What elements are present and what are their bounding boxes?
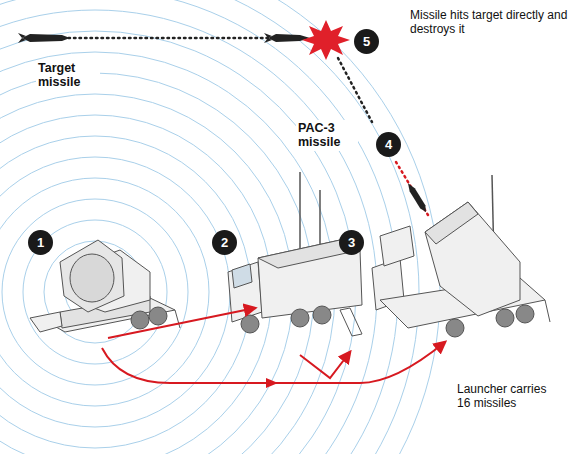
missile-body: [22, 34, 70, 42]
data-link-arrow: [108, 308, 255, 338]
radar-wave: [0, 94, 293, 454]
label: Missile hits target directly and destroy…: [408, 8, 570, 38]
radar-dish: [70, 254, 114, 302]
launcher-vehicle: [372, 175, 550, 337]
callout-number: 5: [354, 29, 379, 54]
windshield: [232, 264, 252, 288]
radar-waves: [0, 0, 440, 454]
data-link-arrow: [102, 342, 445, 383]
radar-wave: [0, 0, 419, 454]
control-truck: [228, 172, 362, 336]
callout-number: 4: [376, 132, 401, 157]
wheel: [516, 305, 534, 323]
canister-face: [425, 202, 478, 244]
callout-number: 2: [212, 230, 237, 255]
label: PAC-3 missile: [296, 120, 358, 151]
cabin-box: [380, 226, 414, 266]
trailer-hitch: [30, 312, 62, 332]
radar-wave: [2, 199, 188, 385]
steps: [340, 308, 362, 336]
launcher-canisters: [425, 202, 520, 316]
stand: [545, 300, 550, 322]
missile-body: [268, 34, 310, 42]
pac3-missile-icon: [405, 182, 428, 214]
radar-wave: [0, 178, 209, 406]
missile-icon: [18, 33, 70, 43]
label: Target missile: [36, 60, 100, 91]
wheel: [313, 306, 331, 324]
radar-wave: [0, 10, 377, 454]
missile-body: [405, 182, 428, 214]
wheel: [241, 315, 259, 333]
radar-wave: [0, 157, 230, 427]
arrowhead: [266, 378, 278, 388]
data-link-arrow: [300, 352, 350, 378]
radar-wave: [23, 220, 167, 364]
radar-wave: [0, 31, 356, 454]
callout-number: 3: [339, 230, 364, 255]
explosion: [302, 20, 350, 60]
radar-antenna: [60, 240, 124, 312]
wheel: [446, 319, 464, 337]
target-missile-icon: [264, 33, 310, 43]
wheel: [496, 309, 514, 327]
missile-fin: [264, 33, 272, 43]
wheel: [291, 309, 309, 327]
radar-wave: [0, 136, 251, 448]
stand: [175, 310, 180, 328]
wheel: [149, 307, 167, 325]
callout-number: 1: [28, 230, 53, 255]
radar-vehicle: [30, 240, 180, 332]
missile-fin: [18, 33, 26, 43]
launch-track: [396, 162, 428, 215]
intercept-track: [338, 58, 372, 122]
radar-wave: [0, 0, 398, 454]
wheel: [131, 311, 149, 329]
radar-wave: [0, 0, 440, 454]
radar-wave: [0, 115, 272, 454]
label: Launcher carries 16 missiles: [455, 382, 551, 412]
